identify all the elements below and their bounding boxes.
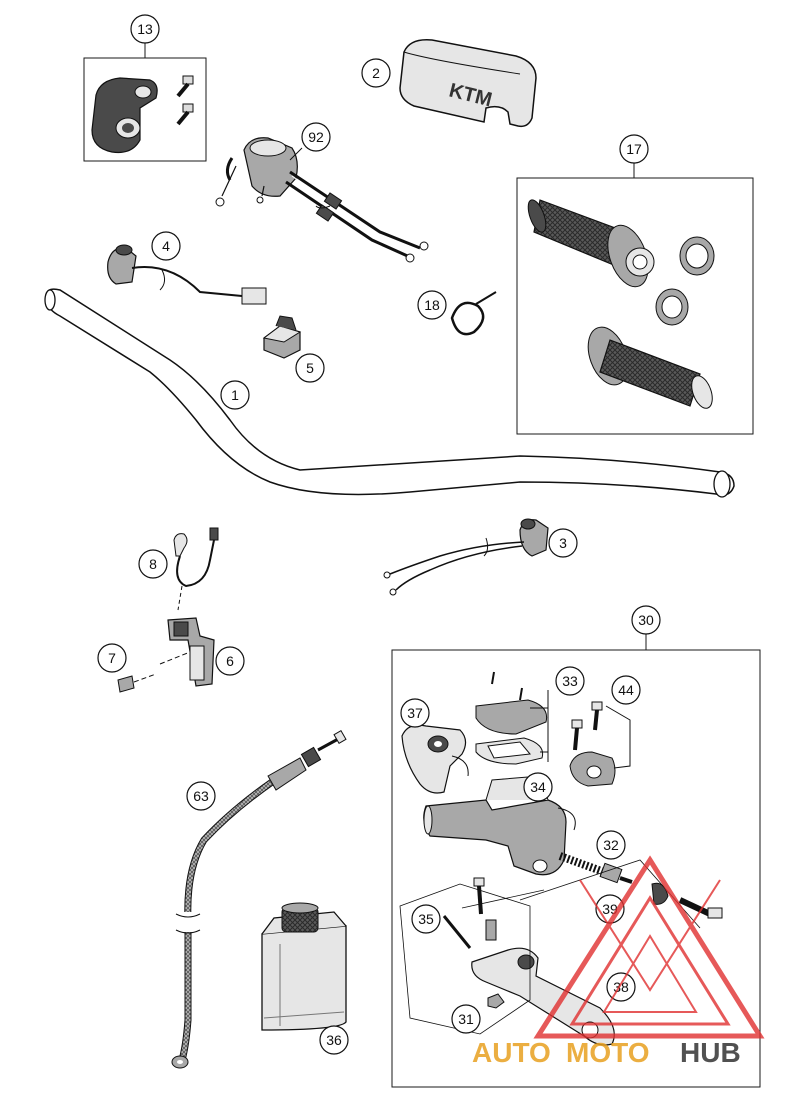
svg-text:2: 2 [372, 65, 380, 81]
part-13-clamp-group [83, 43, 207, 162]
svg-text:HUB: HUB [680, 1037, 741, 1068]
svg-text:37: 37 [407, 705, 423, 721]
callout-31: 31 [451, 1004, 481, 1034]
callout-63: 63 [186, 781, 216, 811]
part-1-handlebar[interactable] [44, 288, 735, 498]
part-30-frame [391, 649, 761, 1088]
svg-text:36: 36 [326, 1032, 342, 1048]
part-36-fluid-bottle[interactable] [261, 902, 347, 1031]
part-33-reservoir-cover[interactable] [475, 671, 549, 765]
callout-34: 34 [523, 772, 553, 802]
svg-text:35: 35 [418, 911, 434, 927]
callout-33: 33 [555, 666, 585, 696]
part-17-ring-upper[interactable] [679, 236, 715, 276]
part-2-handlebar-pad[interactable]: KTM [399, 39, 537, 128]
part-44-clamp[interactable] [569, 701, 631, 787]
part-17-grips-group [516, 163, 754, 435]
callout-37: 37 [400, 698, 430, 728]
svg-text:7: 7 [108, 650, 116, 666]
svg-text:44: 44 [618, 682, 634, 698]
svg-text:63: 63 [193, 788, 209, 804]
svg-text:8: 8 [149, 556, 157, 572]
part-6-bracket-switch[interactable] [159, 617, 215, 687]
part-13-clamp[interactable] [91, 77, 158, 154]
part-17-frame [516, 177, 754, 435]
svg-text:3: 3 [559, 535, 567, 551]
callout-5: 5 [295, 353, 325, 383]
svg-text:32: 32 [603, 837, 619, 853]
master-cylinder-body[interactable] [423, 775, 576, 876]
part-17-grip-right[interactable] [581, 322, 716, 411]
watermark-text: AUTO MOTO HUB [472, 1037, 741, 1068]
part-17-grip-left[interactable] [525, 198, 656, 293]
part-35-pivot-bolt[interactable] [442, 877, 497, 949]
watermark-logo [533, 855, 765, 1039]
svg-text:6: 6 [226, 653, 234, 669]
callout-7: 7 [97, 643, 127, 673]
part-8-connector[interactable] [173, 527, 219, 611]
callout-38: 38 [606, 972, 636, 1002]
callout-44: 44 [611, 675, 641, 705]
part-17-ring-lower[interactable] [655, 288, 689, 326]
part-4-switch[interactable] [107, 244, 267, 305]
part-92-throttle-assembly[interactable] [215, 137, 429, 263]
callout-92: 92 [301, 122, 331, 152]
svg-text:18: 18 [424, 297, 440, 313]
callout-6: 6 [215, 646, 245, 676]
callout-13: 13 [130, 14, 160, 44]
part-37-lever-guard[interactable] [401, 724, 469, 794]
svg-text:1: 1 [231, 387, 239, 403]
callout-30: 30 [631, 605, 661, 635]
svg-text:92: 92 [308, 129, 324, 145]
svg-text:4: 4 [162, 238, 170, 254]
part-30-master-cylinder-group [391, 634, 761, 1088]
callout-3: 3 [548, 528, 578, 558]
svg-text:34: 34 [530, 779, 546, 795]
callout-4: 4 [151, 231, 181, 261]
callout-8: 8 [138, 549, 168, 579]
svg-text:MOTO: MOTO [566, 1037, 649, 1068]
svg-text:5: 5 [306, 360, 314, 376]
part-18-cable-tie[interactable] [450, 291, 497, 336]
part-32-piston-kit[interactable] [558, 852, 723, 919]
part-31-lock-nut[interactable] [487, 993, 505, 1009]
svg-text:13: 13 [137, 21, 153, 37]
callout-17: 17 [619, 134, 649, 164]
callout-35: 35 [411, 904, 441, 934]
part-13-screw-upper[interactable] [176, 75, 194, 98]
svg-text:17: 17 [626, 141, 642, 157]
part-3-switch[interactable] [383, 518, 549, 596]
callout-36: 36 [319, 1025, 349, 1055]
part-5-bracket[interactable] [262, 315, 302, 359]
svg-text:30: 30 [638, 612, 654, 628]
callout-1: 1 [220, 380, 250, 410]
part-13-screw-lower[interactable] [176, 103, 194, 126]
callout-32: 32 [596, 830, 626, 860]
callout-18: 18 [417, 290, 447, 320]
part-7-screw[interactable] [117, 673, 157, 693]
svg-text:AUTO: AUTO [472, 1037, 551, 1068]
callout-2: 2 [361, 58, 391, 88]
svg-text:33: 33 [562, 673, 578, 689]
svg-text:31: 31 [458, 1011, 474, 1027]
part-63-brake-hose[interactable] [171, 729, 347, 1069]
